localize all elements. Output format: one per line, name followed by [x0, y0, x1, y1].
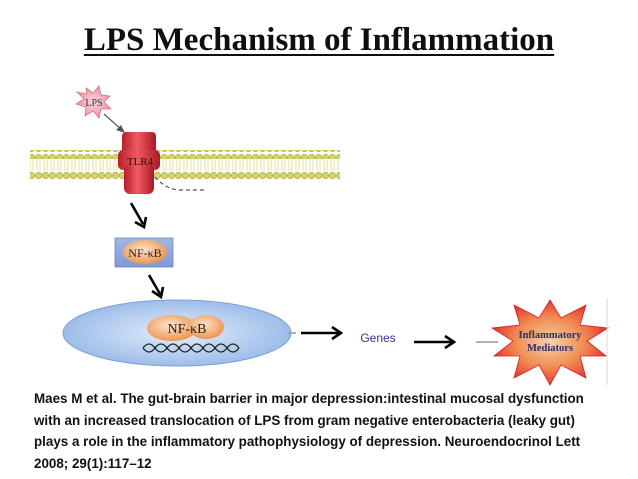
citation-line-1: Maes M et al. The gut-brain barrier in m…: [34, 391, 584, 406]
arrow-nucleus-to-genes: [301, 325, 344, 341]
arrow-tlr4-to-nfkb: [129, 202, 148, 230]
arrow-nfkb-to-nucleus: [147, 274, 165, 300]
lps-label: LPS: [85, 98, 102, 109]
lps-molecule: LPS: [75, 85, 112, 119]
nfkb-nucleus-label: NF-κB: [168, 322, 207, 337]
arrow-genes-to-mediators: [414, 334, 457, 350]
page-title: LPS Mechanism of Inflammation: [83, 22, 555, 58]
membrane-dashed-outline: [149, 171, 205, 191]
nfkb-cytoplasm-label: NF-κB: [128, 246, 161, 260]
citation-line-3: plays a role in the inflammatory pathoph…: [34, 434, 581, 449]
mediators-label-line2: Mediators: [527, 343, 573, 354]
citation-line-2: with an increased translocation of LPS f…: [34, 412, 575, 428]
citation: Maes M et al. The gut-brain barrier in m…: [34, 388, 614, 474]
dna-helix: [142, 343, 240, 353]
nfkb-cytoplasm: NF-κB: [114, 237, 174, 268]
cell-membrane: [30, 150, 340, 180]
mediators-label-line1: Inflammatory: [519, 330, 583, 341]
tlr4-label: TLR4: [127, 156, 154, 168]
citation-line-4: 2008; 29(1):117–12: [34, 455, 152, 471]
lps-binding-arrowhead: [116, 125, 125, 133]
genes-label: Genes: [360, 331, 395, 345]
inflammatory-mediators-burst: Inflammatory Mediators: [490, 299, 610, 386]
nucleus: NF-κB: [62, 299, 292, 367]
tlr4-receptor: TLR4: [118, 132, 160, 194]
